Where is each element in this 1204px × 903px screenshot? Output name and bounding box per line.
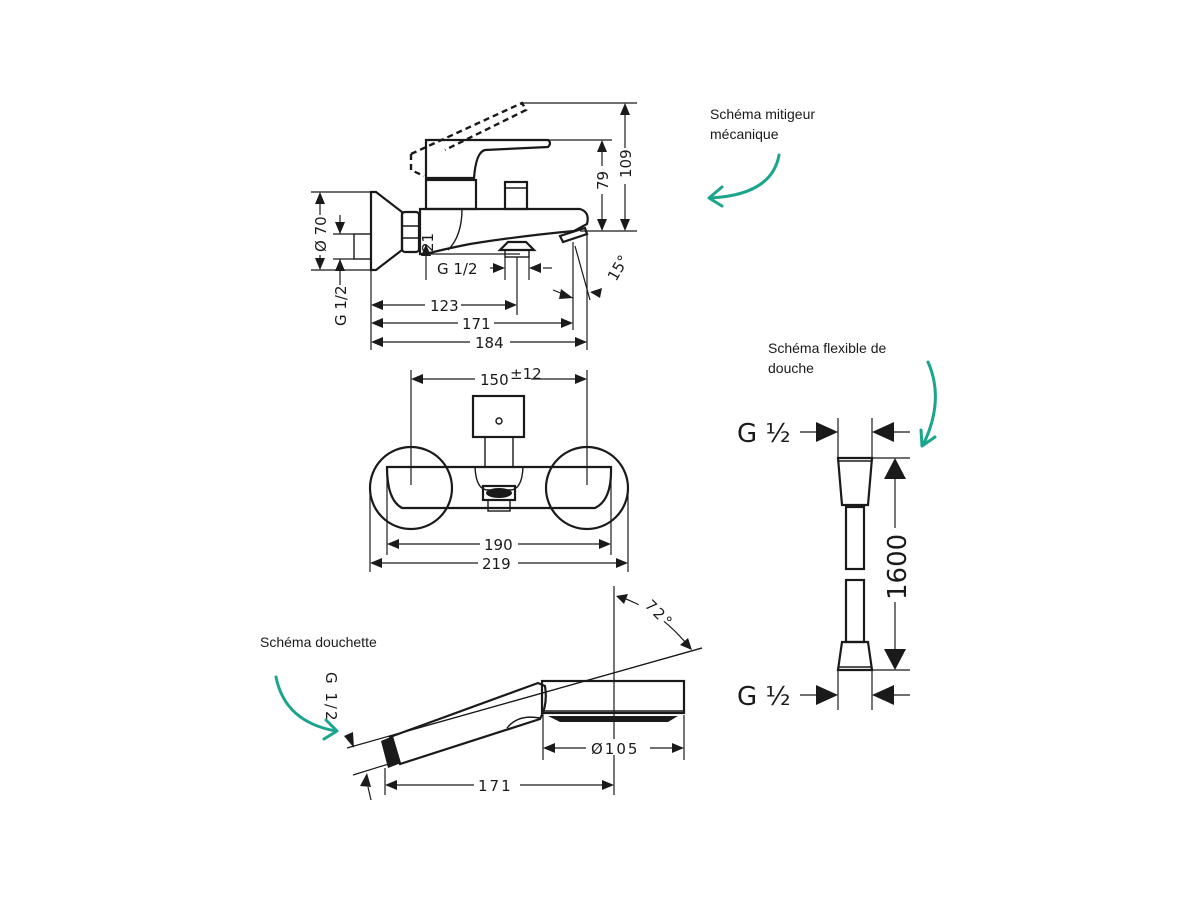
dim-height-total: 109	[617, 149, 635, 178]
curved-arrow-icon	[921, 360, 937, 447]
dim-depth-small: 21	[419, 233, 437, 252]
dim-123: 123	[430, 297, 459, 315]
hose-pipe-lower	[844, 578, 866, 644]
hose-thread-bottom: G ½	[737, 682, 791, 712]
hose-nut-bottom	[836, 640, 874, 672]
dim-handshower-thread: G 1/2	[322, 672, 340, 723]
caption-mixer-line1: Schéma mitigeur	[710, 106, 815, 122]
dim-head-diameter: Ø105	[591, 740, 639, 758]
handle-thread-end	[381, 736, 401, 768]
dim-handshower-length: 171	[478, 777, 513, 795]
hose-nut-top	[836, 456, 874, 507]
caption-hose-line1: Schéma flexible de	[768, 340, 887, 356]
mixer-body	[418, 207, 589, 256]
dim-190: 190	[484, 536, 513, 554]
dim-angle: 15°	[604, 252, 633, 284]
handle	[388, 681, 547, 766]
arrowhead-icon	[322, 718, 339, 741]
shower-head	[540, 679, 686, 715]
dim-inlet-thread: G 1/2	[332, 285, 350, 326]
hose-view: G ½ 1600 G ½	[737, 418, 913, 712]
hose-thread-top: G ½	[737, 419, 791, 449]
dim-diameter: Ø 70	[312, 216, 330, 252]
outlet-adapter	[497, 240, 537, 252]
dim-centers: 150	[480, 371, 509, 389]
dim-219: 219	[482, 555, 511, 573]
caption-mixer-line2: mécanique	[710, 126, 779, 142]
cartridge	[424, 178, 478, 211]
hose-pipe-upper	[844, 505, 866, 571]
dim-184: 184	[475, 334, 504, 352]
cartridge-stem	[484, 436, 514, 468]
diverter-knob	[503, 180, 529, 211]
lever	[424, 138, 552, 180]
inlet-nipple	[353, 233, 372, 260]
dim-height-lever: 79	[594, 171, 612, 190]
arrowhead-icon	[707, 185, 724, 208]
curved-arrow-icon	[274, 675, 338, 733]
side-view: Ø 70 G 1/2 21 G 1/2 79 109 15° 123 171 1…	[311, 101, 637, 352]
cartridge-front	[471, 394, 526, 439]
handshower-view: Ø105 171 72° G 1/2	[322, 586, 703, 801]
hose-length: 1600	[883, 534, 913, 600]
front-view: 150 ±12 190 219	[368, 365, 630, 573]
caption-handshower: Schéma douchette	[260, 634, 377, 650]
curved-arrow-icon	[708, 153, 781, 200]
arrowhead-icon	[919, 428, 937, 448]
dim-centers-tolerance: ±12	[510, 365, 542, 383]
dim-outlet-thread: G 1/2	[437, 260, 478, 278]
mixer-body-front	[385, 465, 613, 510]
wall-flange	[369, 190, 404, 272]
dim-171: 171	[462, 315, 491, 333]
caption-hose-line1: douche	[768, 360, 814, 376]
hex-nut	[400, 210, 421, 254]
lever-raised-outline	[409, 101, 528, 178]
